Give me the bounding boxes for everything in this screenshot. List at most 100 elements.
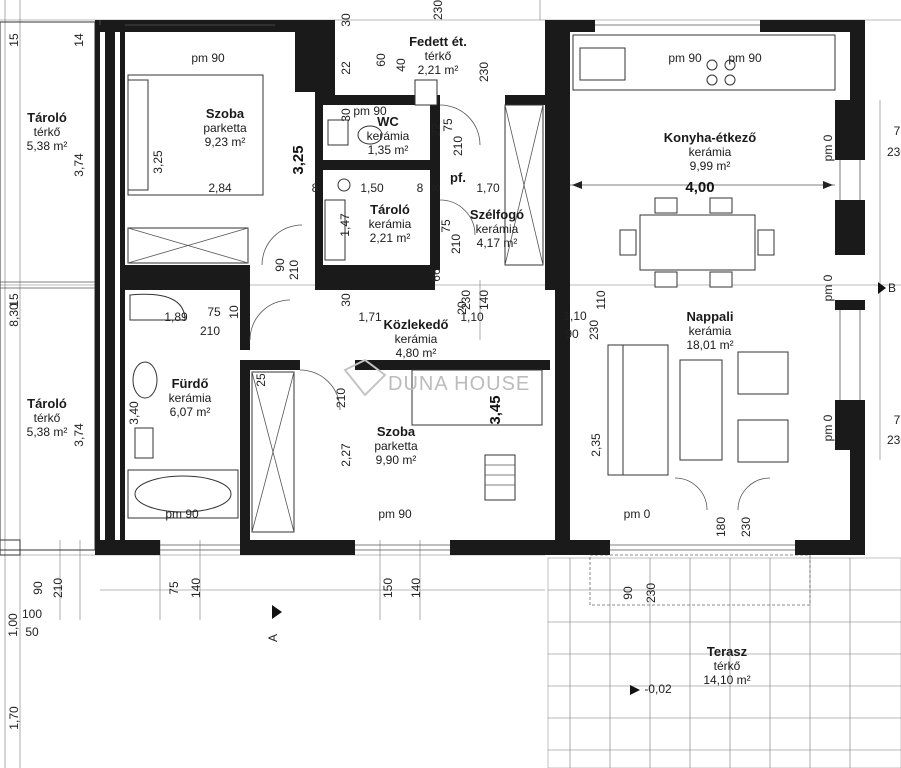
dimension-label-bold-1: 4,00 (685, 179, 714, 196)
room-material: térkő (34, 411, 61, 425)
dimension-label-27: 75 (441, 118, 455, 132)
dimension-label-6: pm 0 (821, 414, 835, 441)
dimension-label-77: A (266, 634, 280, 642)
dimension-label-68: 10 (227, 305, 241, 319)
dimension-label-9: pm 0 (624, 507, 651, 521)
room-material: kerámia (689, 145, 732, 159)
dimension-label-7: pm 90 (165, 507, 199, 521)
dimension-label-26: 15 (7, 293, 21, 307)
room-area: 2,21 m² (418, 63, 459, 77)
room-area: 4,17 m² (477, 236, 518, 250)
room-area: 2,21 m² (370, 231, 411, 245)
dimension-label-33: 75 (439, 219, 453, 233)
dimension-label-17: 1,10 (460, 310, 484, 324)
dimension-label-4: pm 0 (821, 134, 835, 161)
room-area: 14,10 m² (703, 673, 750, 687)
dimension-label-22: 2,27 (339, 443, 353, 467)
dimension-label-67: 230 (644, 583, 658, 603)
dimension-label-57: 140 (189, 578, 203, 598)
room-area: 6,07 m² (170, 405, 211, 419)
dimension-label-12: 1,50 (360, 181, 384, 195)
watermark: DUNA HOUSE (343, 358, 530, 397)
dimension-label-38: 8 (312, 181, 319, 195)
section-b-marker (878, 282, 886, 294)
dimension-label-35: 30 (339, 108, 353, 122)
room-label-pf: pf. (450, 170, 466, 185)
dimension-label-71: 20 (455, 301, 469, 315)
dimension-label-36: 30 (339, 13, 353, 27)
dimension-label-25: 14 (72, 33, 86, 47)
room-area: 9,99 m² (690, 159, 731, 173)
watermark-text: DUNA HOUSE (388, 373, 530, 395)
dimension-label-66: 90 (621, 586, 635, 600)
dimension-label-75: 230 (887, 433, 901, 447)
dimension-label-13: 1,47 (338, 213, 352, 237)
room-name: Terasz (707, 644, 748, 659)
dimension-label-28: 210 (451, 136, 465, 156)
dimension-label-50: 1,10 (563, 309, 587, 323)
room-name: Konyha-étkező (664, 130, 757, 145)
room-name: pf. (450, 170, 466, 185)
dimension-label-8: pm 90 (378, 507, 412, 521)
room-material: kerámia (689, 324, 732, 338)
dimension-label-32: 210 (200, 324, 220, 338)
dimension-label-52: 110 (594, 290, 608, 309)
dimension-label-58: 150 (381, 578, 395, 598)
dimension-label-10: 3,25 (151, 150, 165, 174)
dimension-label-34: 210 (449, 234, 463, 254)
room-area: 4,80 m² (396, 346, 437, 360)
dimension-label-51: 90 (565, 327, 579, 341)
dimension-label-74: 7 (894, 413, 901, 427)
room-name: WC (377, 114, 399, 129)
room-area: 9,90 m² (376, 453, 417, 467)
dimension-label-63: 50 (25, 625, 39, 639)
dimension-label-bold-0: 3,25 (290, 145, 307, 174)
room-area: 5,38 m² (27, 139, 68, 153)
dimension-label-1: pm 90 (353, 104, 387, 118)
room-material: kerámia (367, 129, 410, 143)
dimension-label-65: 1,70 (7, 706, 21, 730)
room-material: kerámia (369, 217, 412, 231)
dimension-label-69: 25 (254, 373, 268, 387)
room-name: Szoba (377, 424, 416, 439)
room-material: parketta (203, 121, 247, 135)
room-area: 18,01 m² (686, 338, 733, 352)
dimension-label-72: 7 (894, 124, 901, 138)
dimension-label-5: pm 0 (821, 274, 835, 301)
dimension-label-53: 230 (587, 320, 601, 340)
dimension-label-19: 3,74 (72, 423, 86, 447)
dimension-label-40: 8 (429, 184, 443, 191)
dimension-label-18: 3,74 (72, 153, 86, 177)
dimension-label-3: pm 90 (728, 51, 762, 65)
dimension-label-76: -0,02 (644, 682, 672, 696)
dimension-label-39: 8 (417, 181, 424, 195)
dimension-label-31: 75 (207, 305, 221, 319)
dimension-label-59: 140 (409, 578, 423, 598)
dimension-label-45: 40 (394, 58, 408, 72)
dimension-label-46: 140 (477, 290, 491, 310)
dimension-label-2: pm 90 (668, 51, 702, 65)
windows (99, 20, 861, 551)
level-marker (630, 685, 640, 695)
room-name: Nappali (687, 309, 734, 324)
dimension-label-24: 15 (7, 33, 21, 47)
dimension-label-23: 2,35 (589, 433, 603, 457)
room-material: térkő (34, 125, 61, 139)
room-material: kerámia (169, 391, 212, 405)
section-a-marker (272, 605, 282, 619)
room-name: Tároló (27, 110, 67, 125)
terrace-tiles (547, 554, 901, 768)
room-area: 1,35 m² (368, 143, 409, 157)
room-material: parketta (374, 439, 418, 453)
dimension-label-70: 210 (334, 388, 348, 408)
furniture (127, 34, 836, 533)
